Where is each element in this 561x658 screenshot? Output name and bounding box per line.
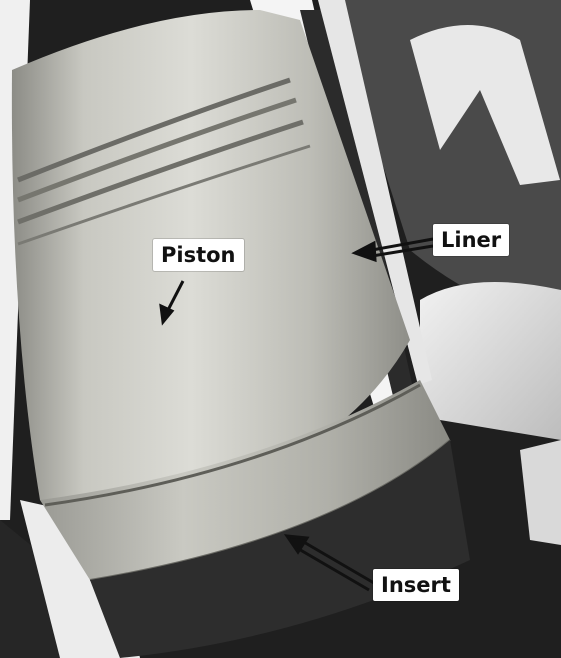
insert-label: Insert xyxy=(373,569,459,601)
liner-label: Liner xyxy=(433,224,509,256)
piston-label: Piston xyxy=(153,239,244,271)
right-cloud xyxy=(418,282,561,440)
